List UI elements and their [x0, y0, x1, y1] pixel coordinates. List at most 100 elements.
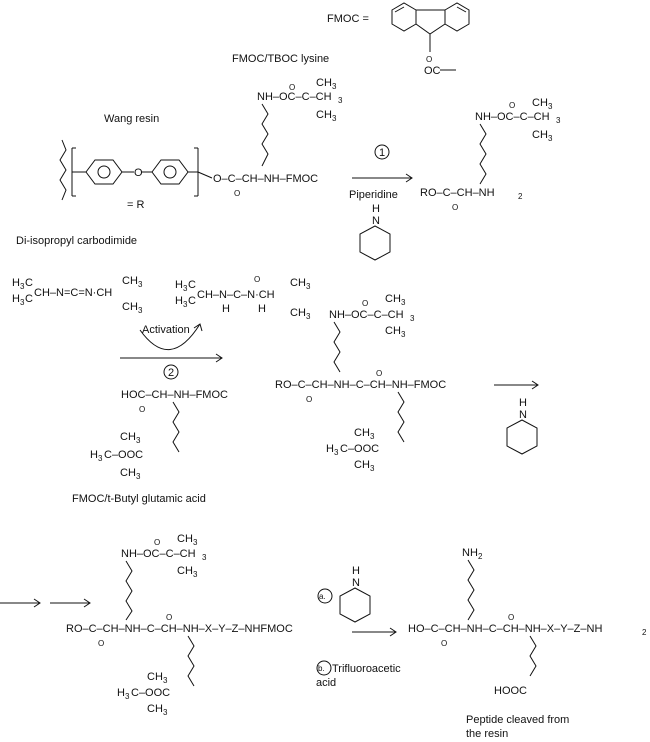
- piperidine-label: Piperidine: [349, 189, 398, 201]
- svg-text:O: O: [234, 189, 240, 198]
- cleaved-peptide: HO–C–CH–NH–C–CH–NH–X–Y–Z–NH: [408, 623, 602, 635]
- svg-text:H: H: [352, 565, 360, 577]
- lysine-side-chain: NH–OC–C–CH: [257, 91, 332, 103]
- svg-text:3: 3: [332, 82, 337, 91]
- cleaved-hooc: HOOC: [494, 685, 527, 697]
- step1-arrow: [352, 173, 413, 183]
- svg-text:CH: CH: [316, 109, 332, 121]
- svg-text:3: 3: [163, 708, 168, 717]
- svg-text:3: 3: [183, 284, 188, 293]
- fmoc-carbonyl: OC: [424, 65, 441, 77]
- product1-backbone: RO–C–CH–NH: [420, 187, 495, 199]
- svg-text:3: 3: [125, 692, 130, 701]
- svg-text:CH: CH: [385, 293, 401, 305]
- svg-text:CH: CH: [177, 565, 193, 577]
- svg-text:O: O: [289, 83, 295, 92]
- svg-text:O: O: [441, 639, 447, 648]
- svg-text:3: 3: [193, 538, 198, 547]
- svg-text:O: O: [509, 101, 515, 110]
- svg-text:C: C: [188, 295, 196, 307]
- svg-text:CH: CH: [354, 459, 370, 471]
- svg-text:CH: CH: [532, 129, 548, 141]
- svg-text:3: 3: [370, 464, 375, 473]
- svg-text:3: 3: [401, 330, 406, 339]
- final-side-chain: NH–OC–C–CH: [121, 548, 196, 560]
- svg-text:3: 3: [163, 676, 168, 685]
- svg-text:NH: NH: [462, 547, 478, 559]
- tfa-acid-label: acid: [316, 677, 336, 689]
- svg-text:O: O: [376, 369, 382, 378]
- dipeptide-ester-tail: C–OOC: [340, 443, 379, 455]
- svg-text:3: 3: [332, 114, 337, 123]
- step-b-label: b.: [318, 664, 325, 673]
- piperidine-ring-icon-2: [506, 419, 538, 455]
- continuation-arrows: [0, 598, 91, 608]
- piperidine-ring-icon-3: [339, 587, 371, 623]
- equals-r-label: = R: [127, 199, 144, 211]
- dic-label: Di-isopropyl carbodimide: [16, 235, 137, 247]
- svg-text:1: 1: [379, 147, 385, 159]
- svg-text:3: 3: [338, 96, 343, 105]
- svg-text:H: H: [175, 295, 183, 307]
- glutamic-ester-tail: C–OOC: [104, 449, 143, 461]
- svg-text:3: 3: [136, 472, 141, 481]
- svg-text:H: H: [372, 203, 380, 215]
- dipeptide-backbone: RO–C–CH–NH–C–CH–NH–FMOC: [275, 379, 446, 391]
- svg-text:3: 3: [20, 298, 25, 307]
- svg-text:H: H: [326, 443, 334, 455]
- svg-text:N: N: [519, 409, 527, 421]
- product1-side-chain: NH–OC–C–CH: [475, 111, 550, 123]
- svg-text:3: 3: [138, 280, 143, 289]
- svg-text:H: H: [222, 303, 230, 315]
- svg-text:CH: CH: [120, 431, 136, 443]
- svg-text:2: 2: [518, 192, 523, 201]
- dipeptide-side-chain: NH–OC–C–CH: [329, 309, 404, 321]
- svg-text:3: 3: [183, 300, 188, 309]
- svg-text:H: H: [117, 687, 125, 699]
- svg-text:CH: CH: [290, 277, 306, 289]
- svg-text:3: 3: [202, 553, 207, 562]
- fluorenyl-ring-icon: [391, 2, 470, 52]
- svg-text:O: O: [134, 167, 143, 179]
- svg-text:O: O: [166, 613, 172, 622]
- svg-text:CH: CH: [290, 307, 306, 319]
- final-ester-tail: C–OOC: [131, 687, 170, 699]
- step-a-label: a.: [319, 592, 326, 601]
- tfa-label: Trifluoroacetic: [332, 663, 401, 675]
- svg-text:N: N: [352, 577, 360, 589]
- svg-text:O: O: [154, 538, 160, 547]
- lysine-ester: O–C–CH–NH–FMOC: [213, 173, 318, 185]
- resin-bead-icon: [59, 139, 213, 201]
- wang-resin-label: Wang resin: [104, 113, 159, 125]
- svg-text:H: H: [175, 279, 183, 291]
- svg-text:CH: CH: [354, 427, 370, 439]
- step2-arrow: [120, 353, 223, 363]
- svg-text:CH: CH: [147, 703, 163, 715]
- svg-text:H: H: [12, 277, 20, 289]
- svg-text:O: O: [306, 395, 312, 404]
- svg-text:C: C: [25, 293, 33, 305]
- final-protected-peptide: RO–C–CH–NH–C–CH–NH–X–Y–Z–NHFMOC: [66, 623, 293, 635]
- fmoc-definition-label: FMOC =: [327, 13, 369, 25]
- svg-text:O: O: [452, 203, 458, 212]
- cleaved-caption-line2: the resin: [466, 728, 508, 740]
- glutamic-acid-label: FMOC/t-Butyl glutamic acid: [72, 493, 206, 505]
- svg-text:CH: CH: [147, 671, 163, 683]
- svg-text:3: 3: [136, 436, 141, 445]
- svg-text:2: 2: [642, 628, 647, 637]
- svg-text:3: 3: [193, 570, 198, 579]
- svg-text:O: O: [139, 405, 145, 414]
- svg-text:H: H: [258, 303, 266, 315]
- svg-text:3: 3: [98, 454, 103, 463]
- fmoc-tboc-lysine-label: FMOC/TBOC lysine: [232, 53, 329, 65]
- svg-text:3: 3: [548, 102, 553, 111]
- svg-text:CH: CH: [177, 533, 193, 545]
- svg-text:3: 3: [334, 448, 339, 457]
- svg-text:CH: CH: [122, 301, 138, 313]
- glutamic-backbone: HOC–CH–NH–FMOC: [121, 389, 228, 401]
- svg-text:3: 3: [556, 116, 561, 125]
- activation-label: Activation: [142, 324, 190, 336]
- svg-text:O: O: [254, 275, 260, 284]
- svg-text:CH: CH: [316, 77, 332, 89]
